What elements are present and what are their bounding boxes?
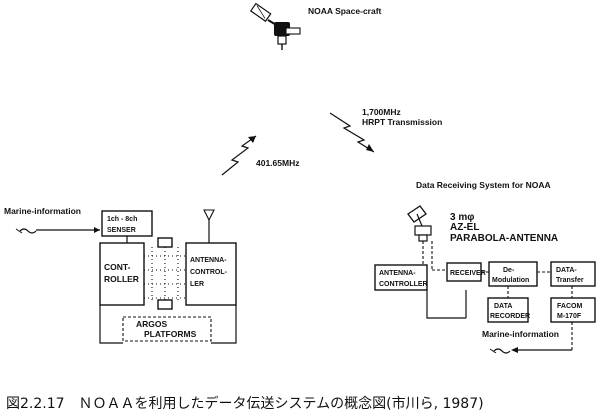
figure-caption: 図2.2.17 ＮＯＡＡを利用したデータ伝送システムの概念図(市川ら, 1987… bbox=[6, 395, 484, 412]
data-transfer-line-1: DATA- bbox=[556, 267, 577, 274]
demodulation-box bbox=[488, 261, 538, 287]
satellite-label: NOAA Space-craft bbox=[308, 6, 382, 16]
data-transfer-box bbox=[550, 261, 596, 287]
sensor-line-2: SENSER bbox=[107, 227, 136, 234]
receiving-output-label: Marine-information bbox=[482, 329, 559, 339]
receiving-title: Data Receiving System for NOAA bbox=[416, 180, 551, 190]
demodulation-line-2: Modulation bbox=[492, 277, 529, 284]
facom-box bbox=[550, 297, 596, 323]
wave-input-icon bbox=[15, 227, 100, 234]
satellite-icon bbox=[249, 2, 301, 50]
uplink-frequency: 401.65MHz bbox=[256, 158, 299, 168]
antenna-size: 3 mφ bbox=[450, 212, 474, 223]
data-recorder-line-1: DATA bbox=[494, 303, 512, 310]
argos-platforms-frame bbox=[122, 316, 212, 342]
rx-antenna-controller-box bbox=[374, 264, 428, 291]
demodulation-line-1: De- bbox=[503, 267, 515, 274]
platform-antenna-icon bbox=[203, 209, 215, 243]
parabola-antenna-icon bbox=[407, 205, 432, 242]
controller-box bbox=[99, 242, 145, 306]
platform-antenna-controller-line-1: ANTENNA- bbox=[190, 257, 227, 264]
downlink-zigzag bbox=[329, 112, 375, 153]
interface-matrix bbox=[144, 237, 186, 310]
controller-line-2: ROLLER bbox=[104, 274, 139, 284]
uplink-zigzag bbox=[221, 135, 257, 176]
facom-line-2: M-170F bbox=[557, 313, 582, 320]
antenna-type-line-1: AZ-EL bbox=[450, 222, 479, 233]
facom-line-1: FACOM bbox=[557, 303, 582, 310]
data-transfer-line-2: Transfer bbox=[556, 277, 584, 284]
wave-output-icon bbox=[489, 347, 572, 354]
argos-label-1: ARGOS bbox=[136, 319, 168, 329]
platform-input-label: Marine-information bbox=[4, 206, 81, 216]
data-recorder-line-2: RECORDER bbox=[490, 313, 530, 320]
data-recorder-box bbox=[487, 297, 529, 323]
platform-antenna-controller-line-2: CONTROL- bbox=[190, 269, 228, 276]
platform-antenna-controller-line-3: LER bbox=[190, 281, 204, 288]
rx-antenna-controller-line-2: CONTROLLER bbox=[379, 281, 428, 288]
controller-line-1: CONT- bbox=[104, 262, 131, 272]
argos-label-2: PLATFORMS bbox=[144, 329, 197, 339]
sensor-line-1: 1ch - 8ch bbox=[107, 216, 137, 223]
downlink-mode: HRPT Transmission bbox=[362, 117, 442, 127]
antenna-controller-box bbox=[185, 242, 237, 306]
rx-antenna-controller-line-1: ANTENNA- bbox=[379, 270, 416, 277]
sensor-box bbox=[101, 210, 153, 237]
antenna-type-line-2: PARABOLA-ANTENNA bbox=[450, 233, 558, 244]
receiver-label: RECEIVER bbox=[450, 270, 486, 277]
downlink-frequency: 1,700MHz bbox=[362, 107, 401, 117]
